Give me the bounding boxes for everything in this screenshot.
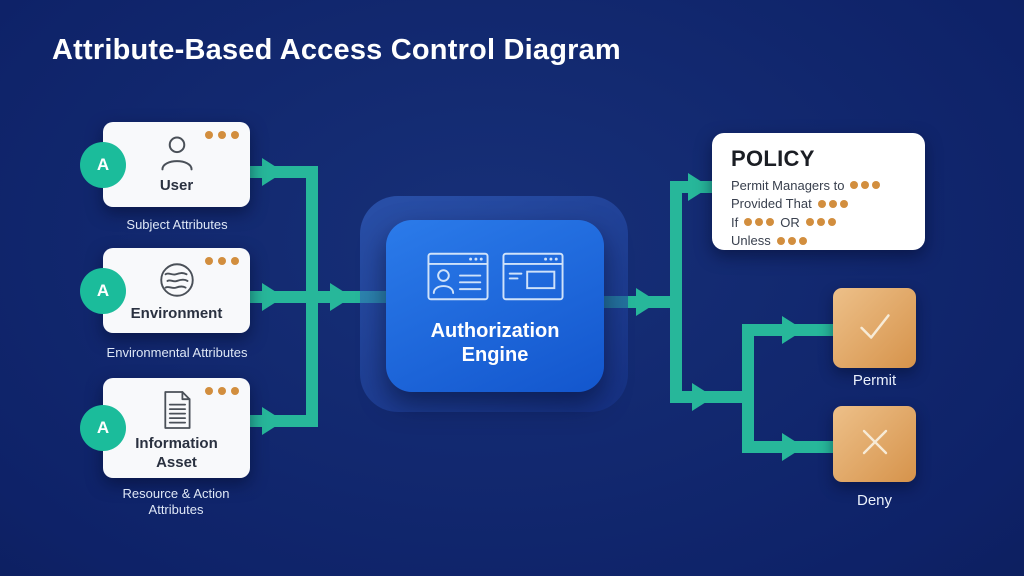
attribute-badge: A bbox=[80, 405, 126, 451]
arrowhead-icon bbox=[636, 288, 658, 316]
engine-label: Authorization Engine bbox=[430, 320, 560, 366]
deny-label: Deny bbox=[856, 492, 893, 509]
card-environment: A Environment bbox=[80, 248, 250, 333]
user-icon bbox=[157, 133, 197, 173]
attribute-badge: A bbox=[80, 141, 126, 188]
deny-node bbox=[833, 406, 916, 482]
policy-rule-line: Unless bbox=[731, 232, 925, 251]
redacted-dots-icon bbox=[850, 181, 881, 190]
policy-title: POLICY bbox=[731, 146, 815, 171]
card-caption: Environmental Attributes bbox=[106, 345, 248, 360]
profile-window-icon bbox=[426, 252, 489, 306]
arrowhead-icon bbox=[262, 158, 284, 186]
card-label: Information Asset bbox=[135, 435, 218, 471]
engine-icons bbox=[426, 252, 564, 306]
arrowhead-icon bbox=[688, 173, 710, 201]
policy-rule-line: Provided That bbox=[731, 195, 925, 214]
connector-outcome-trunk bbox=[742, 324, 754, 453]
x-icon bbox=[853, 420, 897, 469]
permit-label: Permit bbox=[852, 372, 897, 389]
menu-dots-icon bbox=[205, 131, 239, 139]
authorization-engine-node: Authorization Engine bbox=[386, 220, 604, 392]
page-title: Attribute-Based Access Control Diagram bbox=[52, 34, 621, 66]
redacted-dots-icon bbox=[744, 218, 775, 227]
card-caption: Subject Attributes bbox=[126, 217, 228, 232]
card-label: Environment bbox=[130, 305, 223, 322]
attribute-badge: A bbox=[80, 267, 126, 314]
arrowhead-icon bbox=[262, 283, 284, 311]
content-window-icon bbox=[501, 252, 564, 306]
arrowhead-icon bbox=[692, 383, 714, 411]
connector-left-trunk bbox=[306, 166, 318, 427]
card-label: User bbox=[159, 177, 194, 194]
permit-node bbox=[833, 288, 916, 368]
redacted-dots-icon bbox=[776, 236, 807, 245]
document-icon bbox=[159, 389, 195, 431]
check-icon bbox=[852, 303, 898, 354]
arrowhead-icon bbox=[262, 407, 284, 435]
card-user: A User bbox=[80, 122, 250, 207]
connector-right-trunk bbox=[670, 181, 682, 403]
arrowhead-icon bbox=[782, 433, 804, 461]
arrowhead-icon bbox=[330, 283, 352, 311]
policy-rule-line: Permit Managers to bbox=[731, 176, 925, 195]
redacted-dots-icon bbox=[817, 199, 848, 208]
card-caption: Resource & Action Attributes bbox=[122, 486, 230, 517]
menu-dots-icon bbox=[205, 257, 239, 265]
globe-icon bbox=[156, 259, 198, 301]
card-information-asset: A Information Asset bbox=[80, 378, 250, 478]
menu-dots-icon bbox=[205, 387, 239, 395]
redacted-dots-icon bbox=[805, 218, 836, 227]
arrowhead-icon bbox=[782, 316, 804, 344]
